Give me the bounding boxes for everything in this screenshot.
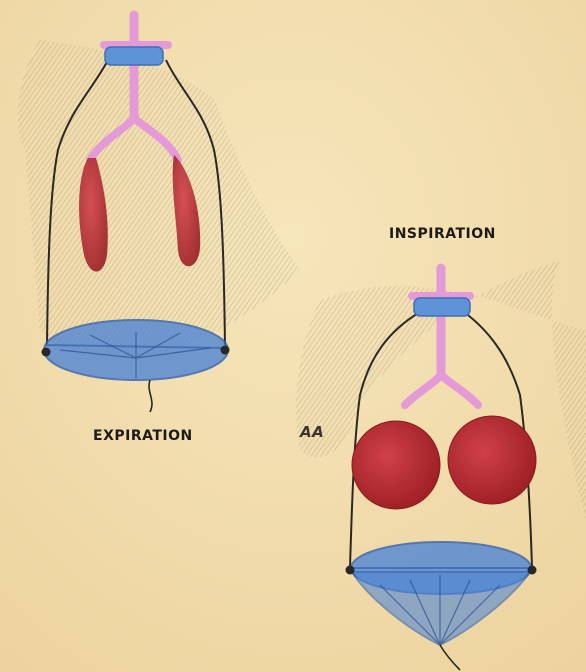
left-lung-inflated <box>352 421 440 509</box>
rim-knob-left <box>346 566 355 575</box>
stopper <box>414 298 470 316</box>
rim-knob-right <box>528 566 537 575</box>
right-lung-inflated <box>448 416 536 504</box>
rim-knob-left <box>42 348 51 357</box>
inspiration-label: INSPIRATION <box>389 226 496 242</box>
artist-mark: AA <box>300 423 324 441</box>
expiration-label: EXPIRATION <box>93 428 193 444</box>
rim-knob-right <box>221 346 230 355</box>
stopper <box>105 47 163 65</box>
